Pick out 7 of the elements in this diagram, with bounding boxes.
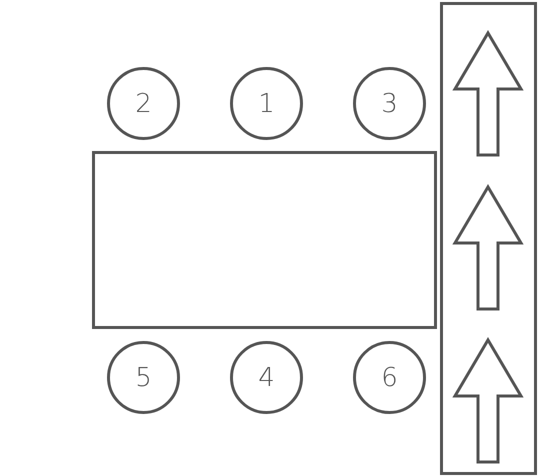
seat-number: 6: [381, 364, 398, 390]
seat-number: 4: [258, 364, 275, 390]
table: [92, 151, 437, 329]
seat-number: 2: [135, 90, 152, 116]
seat-number: 1: [258, 90, 275, 116]
seat-number: 3: [381, 90, 398, 116]
seat-number: 5: [135, 364, 152, 390]
